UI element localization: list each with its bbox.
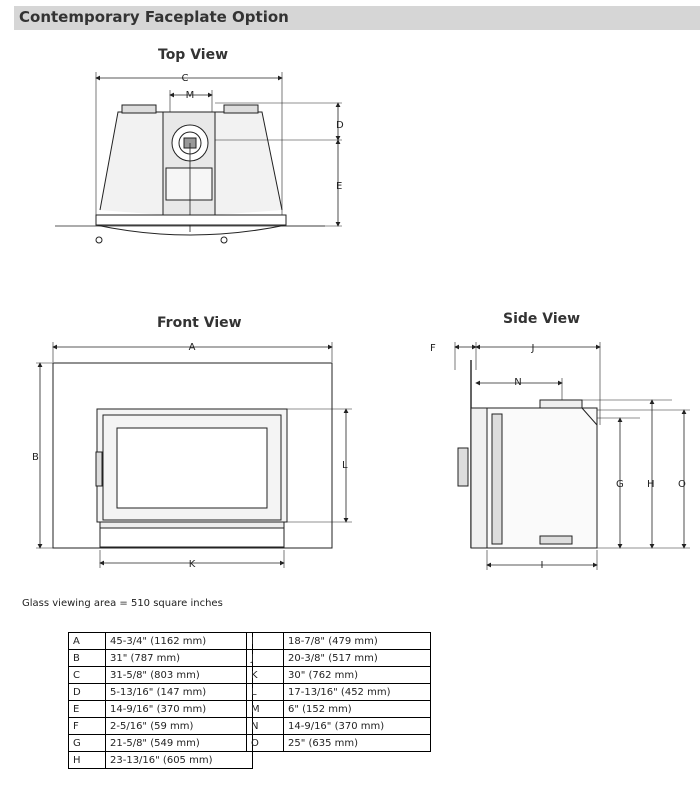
label-H: H: [647, 479, 655, 490]
label-N: N: [514, 377, 521, 388]
label-J: J: [531, 343, 535, 354]
front-view-title: Front View: [157, 315, 242, 331]
side-view-drawing: [454, 342, 690, 570]
label-O: O: [678, 479, 686, 490]
label-D: D: [336, 120, 344, 131]
side-view-title: Side View: [503, 311, 581, 327]
label-I: I: [541, 560, 544, 571]
section-header: Contemporary Faceplate Option: [14, 6, 700, 30]
dimension-labels: C M D E A B L K F J N G H O I: [32, 73, 686, 571]
top-view-drawing: [55, 72, 342, 244]
label-K: K: [189, 559, 196, 570]
top-view-title: Top View: [158, 47, 229, 63]
section-title: Contemporary Faceplate Option: [19, 8, 289, 26]
label-L: L: [342, 460, 348, 471]
label-C: C: [182, 73, 189, 84]
front-view-drawing: [36, 342, 352, 568]
label-M: M: [186, 90, 195, 101]
label-A: A: [189, 342, 196, 353]
glass-viewing-area-note: Glass viewing area = 510 square inches: [22, 598, 223, 609]
label-B: B: [32, 452, 39, 463]
label-F: F: [430, 343, 436, 354]
label-G: G: [616, 479, 624, 490]
label-E: E: [336, 181, 342, 192]
